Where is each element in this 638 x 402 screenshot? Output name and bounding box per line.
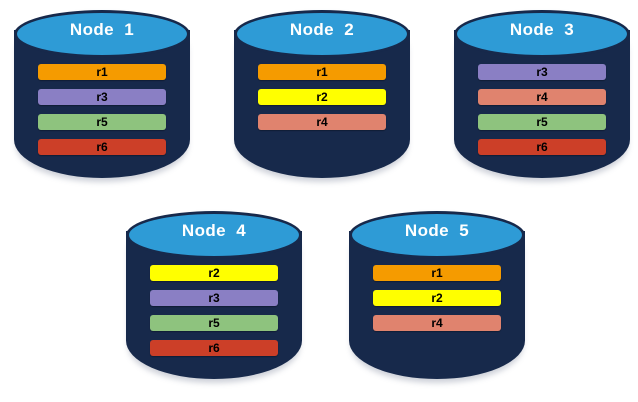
replica-list: r1 r3 r5 r6: [38, 64, 166, 164]
replica-bar[interactable]: r6: [150, 340, 278, 356]
cylinder-top-disc: [349, 211, 525, 259]
replica-bar[interactable]: r3: [150, 290, 278, 306]
replica-bar[interactable]: r6: [478, 139, 606, 155]
cylinder-top-disc: [126, 211, 302, 259]
replica-bar[interactable]: r5: [150, 315, 278, 331]
cylinder-top-disc: [14, 10, 190, 58]
replica-bar[interactable]: r4: [478, 89, 606, 105]
replica-bar[interactable]: r1: [373, 265, 501, 281]
replica-list: r1 r2 r4: [258, 64, 386, 139]
replica-bar[interactable]: r5: [38, 114, 166, 130]
replica-bar[interactable]: r4: [373, 315, 501, 331]
replica-bar[interactable]: r2: [150, 265, 278, 281]
replica-bar[interactable]: r3: [478, 64, 606, 80]
replica-list: r2 r3 r5 r6: [150, 265, 278, 365]
replica-bar[interactable]: r2: [373, 290, 501, 306]
replica-list: r1 r2 r4: [373, 265, 501, 340]
cylinder-top-disc: [234, 10, 410, 58]
cylinder-top-disc: [454, 10, 630, 58]
replica-bar[interactable]: r1: [38, 64, 166, 80]
replica-bar[interactable]: r5: [478, 114, 606, 130]
replica-bar[interactable]: r2: [258, 89, 386, 105]
replica-list: r3 r4 r5 r6: [478, 64, 606, 164]
replica-bar[interactable]: r6: [38, 139, 166, 155]
replica-bar[interactable]: r1: [258, 64, 386, 80]
replica-bar[interactable]: r3: [38, 89, 166, 105]
replica-bar[interactable]: r4: [258, 114, 386, 130]
